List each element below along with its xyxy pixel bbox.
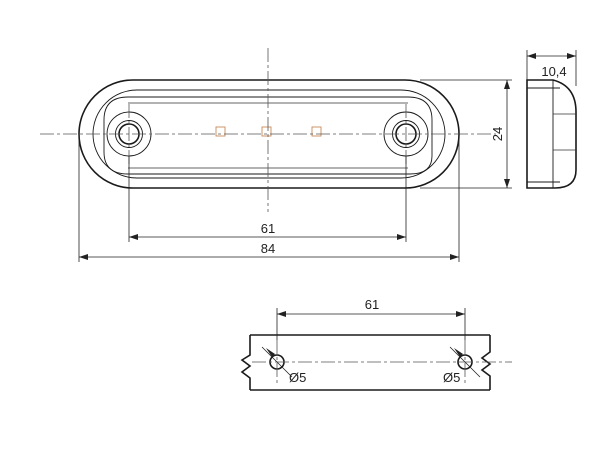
led-marker	[311, 126, 322, 137]
break-line-right	[480, 335, 492, 390]
lens-outline	[103, 96, 433, 175]
dimension-hole-spacing: 61	[128, 156, 407, 242]
dimension-mount-spacing: 61	[276, 297, 466, 340]
break-line-left	[240, 335, 252, 390]
dimension-label: 61	[365, 297, 379, 312]
dimension-total-length: 84	[78, 134, 460, 262]
dimension-label: 24	[490, 127, 505, 141]
hole-diameter-label-left: Ø5	[289, 370, 306, 385]
side-view	[526, 79, 577, 189]
dimension-label: 10,4	[541, 64, 566, 79]
dimension-label: 84	[261, 241, 275, 256]
dimension-label: 61	[261, 221, 275, 236]
dimension-height: 24	[420, 79, 512, 189]
led-marker	[261, 126, 272, 137]
led-marker	[215, 126, 226, 137]
hole-diameter-label-right: Ø5	[443, 370, 460, 385]
front-view	[40, 48, 496, 212]
mounting-view: Ø5 Ø5	[240, 334, 512, 391]
side-profile	[526, 79, 577, 189]
dimension-depth: 10,4	[526, 50, 577, 86]
